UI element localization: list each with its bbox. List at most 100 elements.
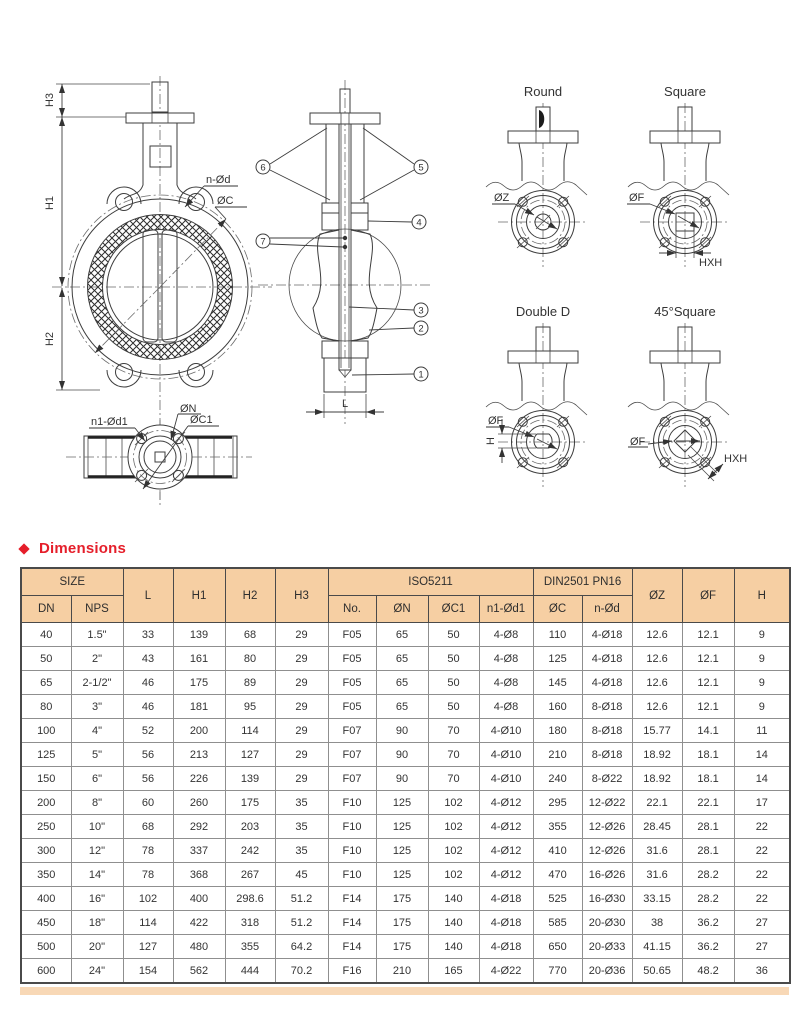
table-cell: 4-Ø12: [478, 790, 534, 815]
table-cell: 470: [532, 862, 583, 887]
table-cell: 28.1: [681, 814, 735, 839]
table-cell: F10: [327, 790, 377, 815]
table-cell: F07: [327, 742, 377, 767]
table-cell: 12-Ø22: [581, 790, 633, 815]
table-cell: 28.2: [681, 886, 735, 911]
svg-text:5: 5: [418, 163, 423, 174]
front-view-drawing: n-Ød ØC H3 H1 H2: [44, 76, 272, 506]
table-cell: 500: [20, 934, 72, 959]
table-cell: 12.6: [631, 646, 683, 671]
table-cell: 10": [70, 814, 124, 839]
stem-option-45-square: 45°Square ØF HXH: [627, 304, 747, 488]
svg-text:7: 7: [260, 237, 265, 248]
table-cell: 161: [172, 646, 226, 671]
header-size: SIZE: [20, 567, 124, 596]
table-cell: 31.6: [631, 862, 683, 887]
plan-label-n1-od1: n1-Ød1: [91, 416, 128, 428]
table-cell: 355: [224, 934, 276, 959]
table-cell: 14: [733, 742, 791, 767]
table-cell: F14: [327, 934, 377, 959]
table-cell: 295: [532, 790, 583, 815]
table-cell: 6": [70, 766, 124, 791]
table-cell: 422: [172, 910, 226, 935]
table-cell: 125: [532, 646, 583, 671]
stem-label-oz: ØZ: [494, 192, 510, 204]
table-cell: 29: [274, 694, 329, 719]
table-cell: 127: [224, 742, 276, 767]
table-cell: 65: [20, 670, 72, 695]
stem-label-of: ØF: [488, 415, 504, 427]
table-cell: 226: [172, 766, 226, 791]
table-cell: 125: [375, 790, 429, 815]
table-cell: 4-Ø8: [478, 622, 534, 647]
table-bottom-strip: [20, 987, 789, 995]
table-cell: 4": [70, 718, 124, 743]
table-cell: F10: [327, 814, 377, 839]
table-cell: 50.65: [631, 958, 683, 984]
table-cell: 89: [224, 670, 276, 695]
table-cell: 22: [733, 886, 791, 911]
table-cell: 29: [274, 646, 329, 671]
table-cell: 60: [122, 790, 174, 815]
table-cell: 4-Ø18: [581, 646, 633, 671]
stem-label-h: H: [485, 437, 497, 445]
table-cell: 31.6: [631, 838, 683, 863]
table-cell: 12.1: [681, 646, 735, 671]
svg-text:3: 3: [418, 306, 423, 317]
table-cell: 14": [70, 862, 124, 887]
table-cell: 65: [375, 694, 429, 719]
table-cell: 50: [427, 694, 480, 719]
table-cell: 400: [172, 886, 226, 911]
table-cell: 28.45: [631, 814, 683, 839]
header-oz: ØZ: [631, 567, 683, 623]
header-dn: DN: [20, 595, 72, 623]
table-cell: 355: [532, 814, 583, 839]
table-cell: 56: [122, 766, 174, 791]
table-cell: 368: [172, 862, 226, 887]
header-oc1: ØC1: [427, 595, 480, 623]
table-cell: 8-Ø18: [581, 742, 633, 767]
table-cell: 110: [532, 622, 583, 647]
table-cell: 12.6: [631, 622, 683, 647]
table-cell: 36.2: [681, 910, 735, 935]
table-cell: 95: [224, 694, 276, 719]
table-cell: F10: [327, 862, 377, 887]
table-cell: 16-Ø30: [581, 886, 633, 911]
table-cell: 45: [274, 862, 329, 887]
table-cell: 8-Ø18: [581, 694, 633, 719]
table-cell: 51.2: [274, 910, 329, 935]
callout-5: 5: [359, 127, 429, 201]
table-cell: 70: [427, 718, 480, 743]
table-cell: 22.1: [681, 790, 735, 815]
table-cell: 300: [20, 838, 72, 863]
table-cell: 14: [733, 766, 791, 791]
callout-2: 2: [368, 320, 429, 336]
table-cell: 210: [532, 742, 583, 767]
table-cell: 102: [427, 814, 480, 839]
table-cell: 5": [70, 742, 124, 767]
table-cell: 90: [375, 718, 429, 743]
table-cell: 400: [20, 886, 72, 911]
table-cell: F14: [327, 886, 377, 911]
table-cell: 125: [375, 814, 429, 839]
table-cell: 12.6: [631, 694, 683, 719]
table-cell: 9: [733, 646, 791, 671]
svg-text:4: 4: [416, 218, 421, 229]
table-cell: 139: [224, 766, 276, 791]
header-of: ØF: [681, 567, 735, 623]
table-cell: 102: [122, 886, 174, 911]
table-cell: 17: [733, 790, 791, 815]
table-cell: 165: [427, 958, 480, 984]
svg-text:6: 6: [260, 163, 265, 174]
table-cell: 450: [20, 910, 72, 935]
table-cell: 68: [224, 622, 276, 647]
table-cell: 46: [122, 694, 174, 719]
table-cell: 12": [70, 838, 124, 863]
table-cell: 150: [20, 766, 72, 791]
table-cell: 35: [274, 838, 329, 863]
table-cell: F10: [327, 838, 377, 863]
front-dim-h3: H3: [44, 93, 56, 107]
